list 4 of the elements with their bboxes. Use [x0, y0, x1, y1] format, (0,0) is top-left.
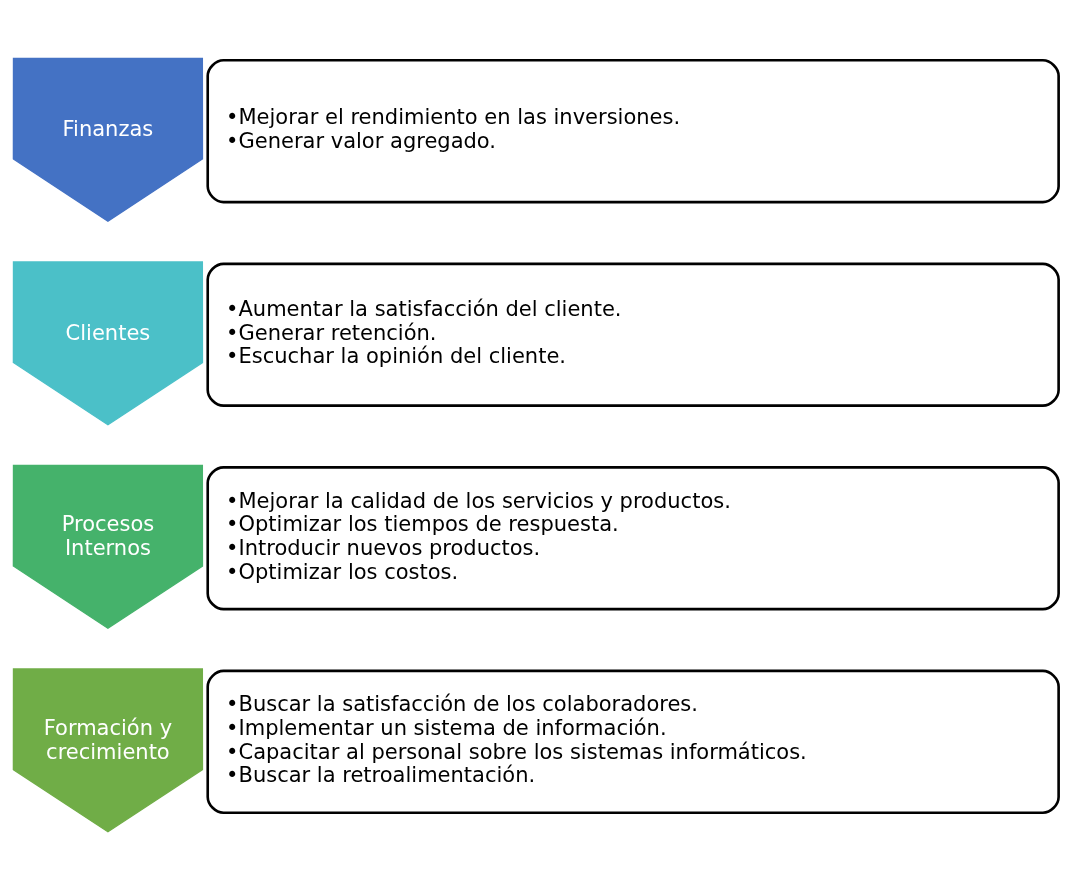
- node-box: •Buscar la satisfacción de los colaboradores. •Implementar un sistema de información. •Capacitar al personal sobre los sistemas informáticos. •Buscar la retroalimentación.: [206, 669, 1060, 814]
- node-box: •Aumentar la satisfacción del cliente. •Generar retención. •Escuchar la opinión del cliente.: [206, 262, 1060, 407]
- node-box: •Mejorar la calidad de los servicios y productos. •Optimizar los tiempos de respuesta. •Introducir nuevos productos. •Optimizar los costos.: [206, 465, 1060, 610]
- node-box: •Mejorar el rendimiento en las inversiones. •Generar valor agregado.: [206, 58, 1060, 203]
